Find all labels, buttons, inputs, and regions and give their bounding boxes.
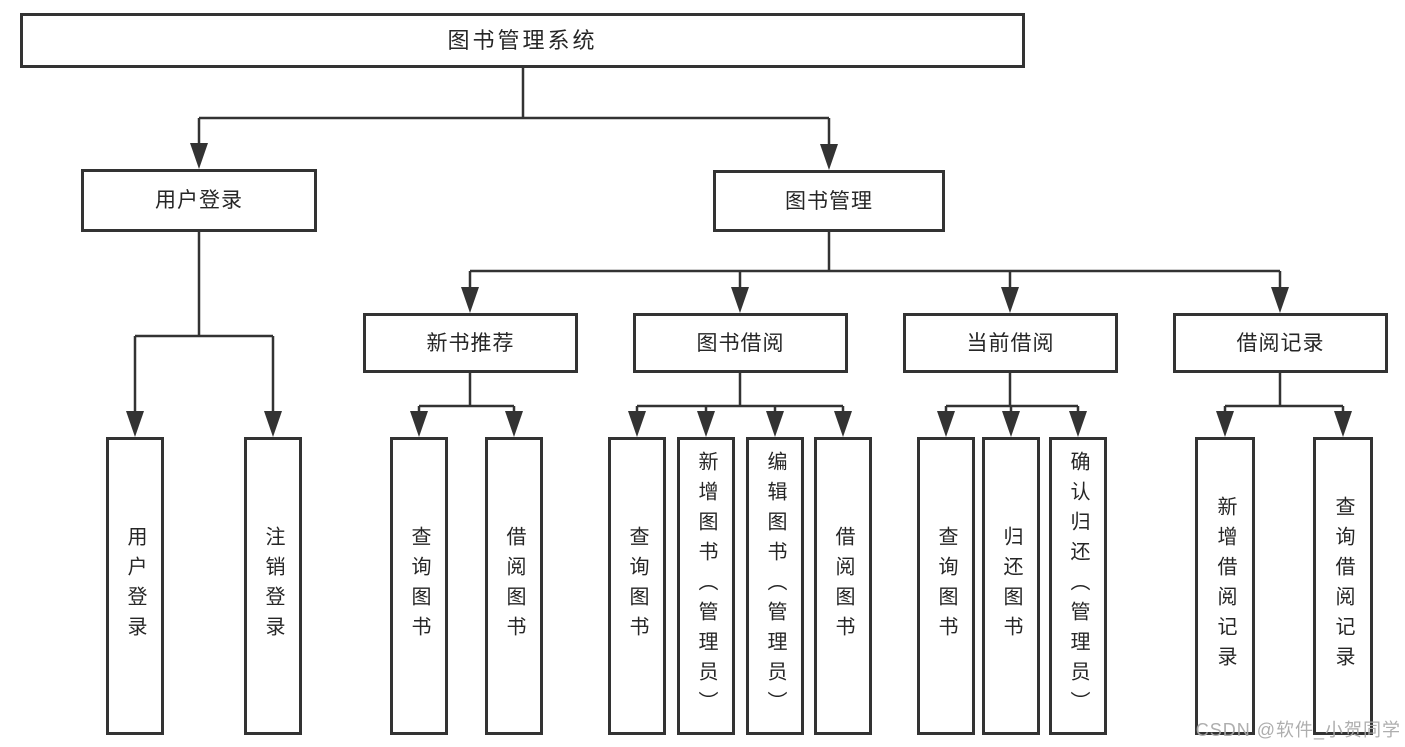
arrow-down-icon: [628, 411, 646, 437]
leaf-borrow-query-books: 查询图书: [608, 437, 666, 735]
leaf-records-query-record: 查询借阅记录: [1313, 437, 1373, 735]
leaf-borrow-borrow-books: 借阅图书: [814, 437, 872, 735]
leaf-current-return-books: 归还图书: [982, 437, 1040, 735]
connector-book-borrow-to-leaves: [635, 373, 845, 415]
arrow-down-icon: [1216, 411, 1234, 437]
arrow-down-icon: [834, 411, 852, 437]
leaf-newbook-borrow-books: 借阅图书: [485, 437, 543, 735]
node-current-borrow: 当前借阅: [903, 313, 1118, 373]
arrow-down-icon: [1002, 411, 1020, 437]
node-book-borrow: 图书借阅: [633, 313, 848, 373]
arrow-down-icon: [766, 411, 784, 437]
node-user-login: 用户登录: [81, 169, 317, 232]
arrow-down-icon: [1069, 411, 1087, 437]
arrow-down-icon: [697, 411, 715, 437]
node-book-management: 图书管理: [713, 170, 945, 232]
arrow-down-icon: [461, 287, 479, 313]
connector-records-to-leaves: [1223, 373, 1345, 415]
leaf-borrow-edit-books-admin: 编辑图书（管理员）: [746, 437, 804, 735]
node-root-library-system: 图书管理系统: [20, 13, 1025, 68]
leaf-borrow-add-books-admin: 新增图书（管理员）: [677, 437, 735, 735]
leaf-newbook-query-books: 查询图书: [390, 437, 448, 735]
leaf-current-confirm-return-admin: 确认归还（管理员）: [1049, 437, 1107, 735]
arrow-down-icon: [190, 143, 208, 169]
arrow-down-icon: [731, 287, 749, 313]
connector-user-login-to-leaves: [133, 232, 275, 414]
node-new-book-recommend: 新书推荐: [363, 313, 578, 373]
connector-root-to-level2: [197, 68, 831, 147]
arrow-down-icon: [410, 411, 428, 437]
connector-new-book-to-leaves: [417, 373, 516, 415]
csdn-watermark: CSDN @软件_小贺同学: [1195, 720, 1401, 740]
arrow-down-icon: [937, 411, 955, 437]
node-borrow-records: 借阅记录: [1173, 313, 1388, 373]
leaf-user-login: 用户登录: [106, 437, 164, 735]
arrow-down-icon: [264, 411, 282, 437]
leaf-current-query-books: 查询图书: [917, 437, 975, 735]
arrow-down-icon: [820, 144, 838, 170]
connector-book-mgmt-to-level3: [468, 232, 1282, 290]
arrow-down-icon: [126, 411, 144, 437]
leaf-records-add-record: 新增借阅记录: [1195, 437, 1255, 735]
arrow-down-icon: [1001, 287, 1019, 313]
connector-current-borrow-to-leaves: [944, 373, 1080, 415]
arrow-down-icon: [1334, 411, 1352, 437]
arrow-down-icon: [1271, 287, 1289, 313]
arrow-down-icon: [505, 411, 523, 437]
leaf-logout: 注销登录: [244, 437, 302, 735]
